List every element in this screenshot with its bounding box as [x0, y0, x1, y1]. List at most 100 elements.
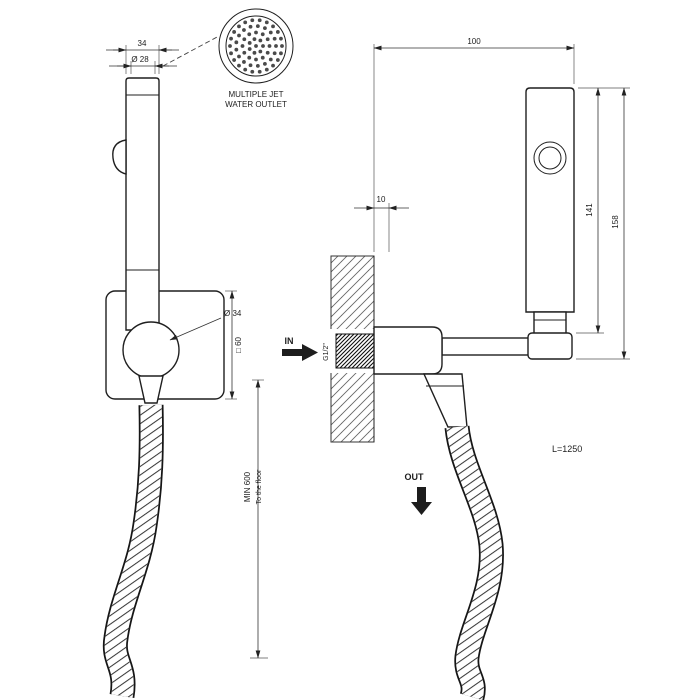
jet-dot [271, 63, 275, 68]
jet-dot [242, 37, 247, 42]
in-arrow-icon [282, 344, 318, 361]
jet-dot [234, 47, 239, 52]
holder-arm-side [441, 337, 531, 356]
dim-height-total-label: 158 [611, 215, 620, 229]
dim-plate-square-label: □ 60 [234, 336, 243, 353]
jet-dot [247, 41, 252, 45]
outlet-label: OUT [405, 472, 425, 482]
control-button-inner [538, 146, 562, 170]
jet-dot [232, 30, 237, 34]
detail-inner-circle [225, 15, 287, 77]
jet-dot [261, 44, 265, 48]
inlet-valve-thread [335, 333, 375, 369]
jet-dot [257, 18, 262, 23]
jet-dot [229, 36, 233, 41]
dim-wall-offset-label: 10 [377, 195, 386, 204]
jet-dot [257, 69, 262, 74]
jet-dot [254, 57, 258, 62]
hose-side-stripes [446, 425, 503, 700]
detail-view-jet-face: MULTIPLE JET WATER OUTLET [162, 8, 294, 109]
jet-dot [250, 69, 255, 74]
jet-dot [243, 67, 248, 72]
jet-dot [229, 51, 233, 56]
holder-ring-front [122, 321, 180, 379]
hose-nut-side [422, 373, 468, 428]
jet-dot [279, 51, 283, 56]
thread-size-label: G1/2" [323, 343, 330, 361]
jet-dot [248, 24, 253, 29]
jet-dot [255, 24, 260, 28]
jet-dot [275, 58, 280, 62]
shower-body-front [125, 77, 160, 331]
jet-dot [275, 30, 280, 34]
jet-dot [265, 50, 270, 55]
out-arrow-icon [411, 487, 432, 515]
detail-label-line2: WATER OUTLET [225, 100, 287, 109]
dim-depth-label: 100 [467, 37, 481, 46]
detail-label-line1: MULTIPLE JET [229, 90, 284, 99]
control-button-outer [533, 141, 567, 175]
jet-dot [258, 38, 263, 43]
hose-front-stripes [104, 404, 163, 698]
jet-dot [247, 47, 252, 51]
shower-tail-side [533, 311, 567, 337]
dim-height-to-holder-label: 141 [585, 203, 594, 217]
jet-dot [247, 55, 252, 60]
jet-dot [254, 44, 258, 48]
jet-dot [263, 26, 267, 30]
jet-dot [260, 32, 265, 37]
jet-dot [274, 44, 278, 48]
jet-dot [237, 54, 241, 59]
jet-dot [252, 37, 257, 42]
jet-dot [248, 63, 253, 68]
jet-dot [232, 58, 237, 62]
jet-dot [279, 36, 283, 41]
jet-dot [280, 44, 284, 48]
jet-dot [250, 18, 255, 23]
jet-dot [272, 36, 277, 41]
jet-dot [260, 55, 265, 60]
jet-dot [242, 50, 247, 55]
jet-dot [242, 60, 246, 64]
jet-dot [268, 57, 273, 62]
jet-dot [268, 30, 273, 35]
jet-dot [237, 24, 241, 29]
dim-min-height-note: To the floor [256, 469, 263, 504]
hose-length-label: L=1250 [552, 444, 582, 454]
hose-nut-front [138, 375, 164, 404]
jet-dot [255, 64, 260, 68]
jet-dot [228, 44, 232, 48]
front-view: 34 Ø 28 Ø 34 □ 60 MIN 600 To the floor [102, 39, 268, 699]
jet-dot [271, 24, 275, 29]
dim-min-height-label: MIN 600 [243, 471, 252, 502]
jet-dot [272, 51, 277, 56]
jet-dot [254, 30, 258, 35]
jet-dot [264, 20, 269, 25]
jet-dot [264, 67, 269, 72]
jet-dot [252, 50, 257, 55]
dim-holder-diameter-label: Ø 34 [224, 309, 242, 318]
dim-head-diameter-label: Ø 28 [131, 55, 149, 64]
jet-dot [258, 49, 263, 54]
shower-body-side [525, 87, 575, 313]
jet-dot [247, 32, 252, 37]
jet-dot [243, 20, 248, 25]
jet-dot [265, 37, 270, 42]
holder-ring-side [527, 332, 573, 360]
jet-dot [234, 40, 239, 45]
jet-dot [240, 44, 245, 48]
dim-body-width-label: 34 [138, 39, 147, 48]
jet-dot [237, 63, 241, 68]
jet-nozzle-dots [228, 18, 284, 74]
jet-dot [263, 62, 267, 66]
wall-plate-side [373, 326, 443, 375]
jet-dot [237, 33, 241, 38]
detail-outer-circle [218, 8, 294, 84]
inlet-label: IN [285, 336, 294, 346]
jet-dot [242, 28, 246, 32]
side-view: 100 10 141 158 IN G1/2 [282, 37, 630, 700]
trigger-lever [112, 139, 127, 175]
jet-dot [267, 44, 272, 48]
